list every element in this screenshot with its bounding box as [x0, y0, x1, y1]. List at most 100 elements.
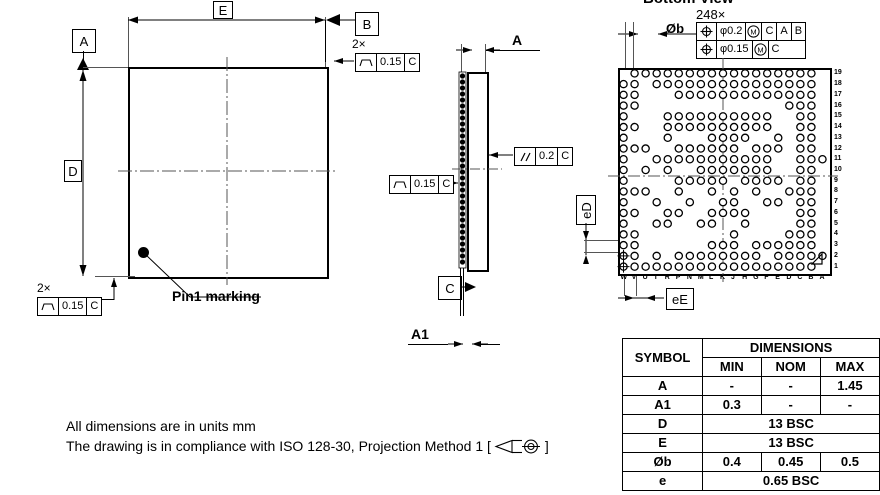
bga-ball [641, 165, 650, 175]
bga-ball [630, 69, 639, 78]
bga-ball [762, 176, 772, 185]
position-frames: φ0.2 M C A B φ0.15 M C [696, 22, 807, 59]
datum-b-stem [325, 20, 326, 62]
header-max: MAX [819, 357, 880, 377]
bga-ball [718, 90, 728, 100]
bga-row-label: 7 [834, 198, 838, 206]
bga-ball [619, 155, 628, 164]
bga-ball [619, 90, 628, 100]
bga-row-label: 15 [834, 112, 842, 120]
pitch-ee-box: eE [666, 288, 694, 310]
bga-ball [707, 133, 717, 143]
bga-ball [630, 79, 639, 89]
bga-ball [807, 112, 816, 121]
bga-column-label: J [731, 274, 735, 281]
bga-ball [652, 262, 661, 271]
bga-ball [718, 176, 728, 185]
bga-row-label: 18 [834, 80, 842, 88]
bga-ball [796, 69, 805, 78]
bga-ball [707, 112, 717, 121]
bga-ball [740, 165, 750, 175]
bga-ball [785, 240, 794, 250]
pin1-marking-dot [138, 247, 149, 258]
dim-label-e: E [213, 1, 233, 19]
pitch-ed-ext-1 [584, 240, 626, 241]
bga-ball [785, 262, 794, 271]
bga-ball [740, 79, 750, 89]
bga-ball [718, 251, 728, 261]
bga-column-label: L [708, 274, 714, 281]
bga-ball [807, 240, 816, 250]
drawing-notes: All dimensions are in units mm The drawi… [66, 416, 549, 456]
bga-ball [807, 69, 816, 78]
bga-ball [796, 101, 805, 110]
bga-ball [707, 69, 717, 78]
bga-ball [796, 219, 805, 228]
bga-ball [707, 251, 717, 261]
bga-ball [807, 165, 816, 175]
bga-ball [796, 79, 805, 89]
bga-ball [630, 122, 639, 132]
bga-ball [685, 155, 695, 164]
bga-ball [718, 112, 728, 121]
bga-ball [696, 79, 706, 89]
bga-ball [762, 112, 772, 121]
bga-column-label: M [697, 274, 704, 281]
dim-label-e-text: E [218, 2, 228, 18]
bga-ball [674, 176, 684, 185]
centerline-vertical [226, 57, 228, 285]
bga-ball [796, 176, 805, 185]
note-projection-text: The drawing is in compliance with ISO 12… [66, 438, 491, 454]
datum-b-arrow [326, 14, 356, 26]
note-units: All dimensions are in units mm [66, 418, 256, 434]
bga-ball [630, 230, 639, 239]
pitch-ed-text: eD [578, 201, 594, 219]
bga-column-label: N [686, 274, 692, 281]
bga-ball [740, 90, 750, 100]
cell-symbol: e [621, 471, 704, 491]
flatness-icon [390, 176, 411, 193]
bga-ball [685, 176, 695, 185]
bga-ball [751, 122, 761, 132]
bga-ball [707, 262, 717, 271]
bga-row-label: 4 [834, 230, 838, 238]
bga-ball [751, 79, 761, 89]
bga-ball [630, 144, 639, 153]
bga-row-label: 14 [834, 123, 842, 131]
bga-column-label: R [664, 274, 670, 281]
bga-ball [685, 262, 695, 271]
flatness-icon [356, 54, 377, 71]
bga-ball [740, 155, 750, 164]
bga-ball [707, 240, 717, 250]
bga-ball [696, 155, 706, 164]
dim-label-a: A [512, 32, 523, 48]
bga-ball [796, 155, 805, 164]
dim-a1-underline-right [478, 344, 500, 345]
bga-ball [751, 176, 761, 185]
header-nom: NOM [760, 357, 821, 377]
cell-nom: - [760, 395, 821, 415]
bga-ball [707, 79, 717, 89]
projection-method-1-icon [494, 439, 540, 453]
flatness-top-frame: 0.15 C [355, 53, 421, 72]
bga-row-label: 17 [834, 90, 842, 98]
bga-ball [796, 187, 805, 196]
bga-ball [807, 155, 816, 164]
datum-a-box: A [72, 29, 96, 53]
ball-dia-ext-1 [625, 22, 626, 72]
bga-ball [641, 144, 650, 153]
header-dimensions: DIMENSIONS [702, 338, 880, 358]
bga-ball [785, 187, 794, 196]
datum-c-text: C [445, 280, 455, 296]
bga-ball [696, 251, 706, 261]
bga-ball [663, 208, 672, 218]
bga-column-label: P [675, 274, 681, 281]
pitch-ee-dimension [618, 295, 664, 301]
position-frame-1-datum-b: B [794, 25, 803, 37]
bga-ball [762, 197, 772, 207]
bga-column-label: K [720, 274, 726, 281]
position-frame-1-modifier: M [746, 23, 763, 40]
bga-ball [718, 122, 728, 132]
